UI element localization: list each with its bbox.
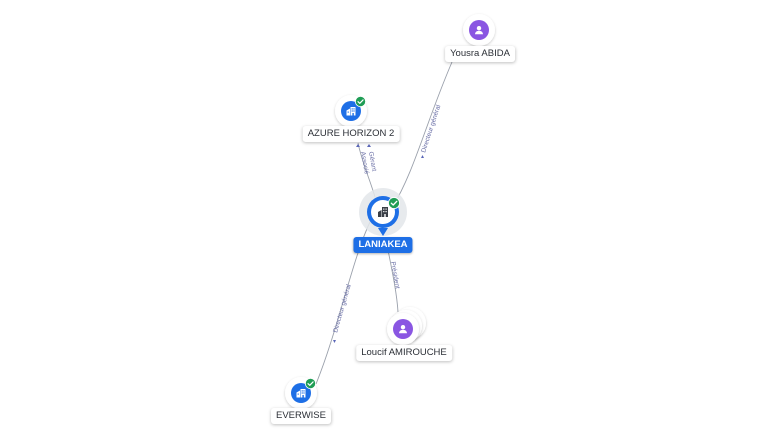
edge-label-everwise-role: Directeur général xyxy=(332,283,353,333)
node-yousra[interactable] xyxy=(463,14,495,46)
arrow-azure-1 xyxy=(356,144,360,147)
arrow-yousra xyxy=(421,155,424,158)
edge-label-associe: Associé xyxy=(359,151,370,175)
edge-laniakea-everwise[interactable] xyxy=(315,221,371,385)
edge-laniakea-yousra[interactable] xyxy=(391,61,453,209)
edges xyxy=(315,61,453,385)
node-azure-horizon-2[interactable] xyxy=(335,95,367,127)
edge-label-yousra-role: Directeur général xyxy=(420,104,442,154)
arrow-azure-2 xyxy=(367,144,371,147)
node-label-everwise[interactable]: EVERWISE xyxy=(271,408,331,424)
node-loucif[interactable] xyxy=(387,307,426,345)
edge-label-gerant: Gérant xyxy=(367,151,377,172)
node-label-loucif[interactable]: Loucif AMIROUCHE xyxy=(356,345,452,361)
building-icon xyxy=(378,207,388,217)
check-badge-icon xyxy=(355,96,366,107)
node-label-yousra[interactable]: Yousra ABIDA xyxy=(445,46,515,62)
check-badge-icon xyxy=(305,378,316,389)
edge-arrows xyxy=(333,144,424,343)
node-label-laniakea[interactable]: LANIAKEA xyxy=(353,237,413,253)
node-label-azure-horizon-2[interactable]: AZURE HORIZON 2 xyxy=(302,126,400,142)
node-laniakea[interactable] xyxy=(359,188,407,236)
check-badge-icon xyxy=(388,197,400,209)
edge-laniakea-loucif[interactable] xyxy=(387,249,399,313)
arrow-everwise xyxy=(333,340,336,343)
edge-label-loucif-role: Président xyxy=(389,261,401,289)
node-everwise[interactable] xyxy=(285,377,317,409)
